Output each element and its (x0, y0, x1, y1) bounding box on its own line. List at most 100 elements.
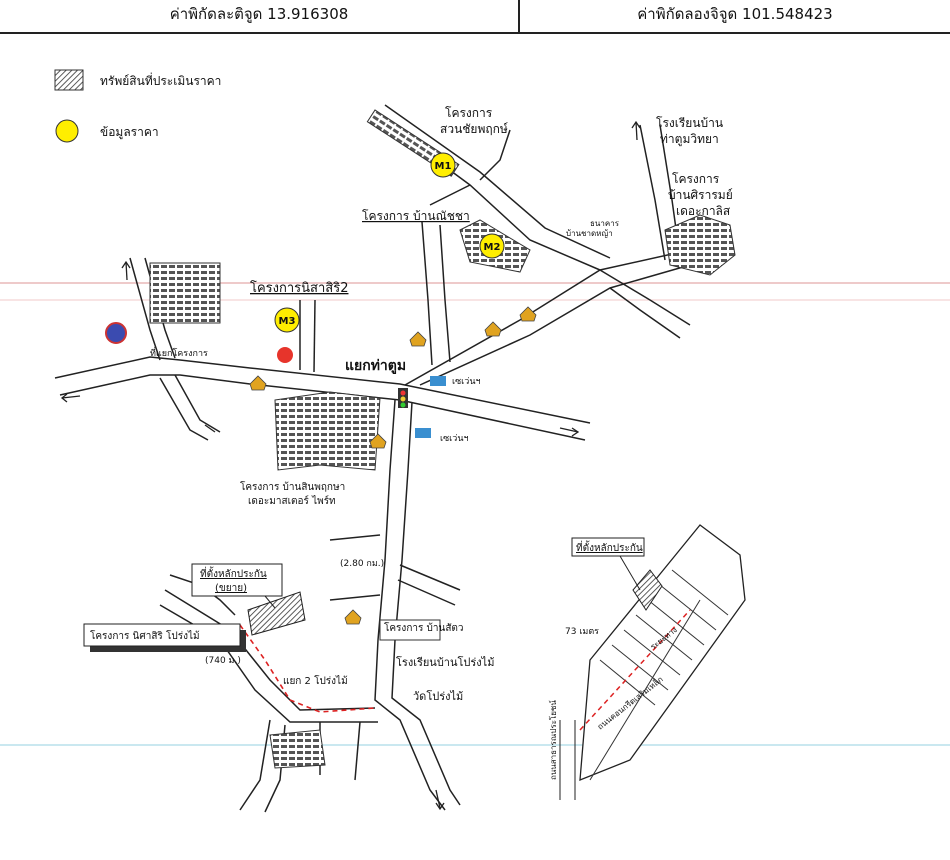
inset-road-edge (589, 599, 701, 781)
pmk-label-2: บ้านชาดหญ้า (566, 229, 613, 238)
house-icon (344, 609, 362, 625)
legend-yellow-circle (55, 119, 79, 143)
road-south-main-edge (391, 401, 461, 806)
location-callout-label: ที่ตั้งหลักประกัน (200, 566, 267, 580)
ban-pong-project-label: โครงการ บ้านสัตว (384, 621, 464, 634)
inset-plot-line (635, 614, 693, 661)
gas-station-icon (105, 322, 127, 344)
distance-2-label: (2.80 กม.) (340, 559, 384, 569)
inset-plot-line (599, 659, 656, 706)
street-mid (329, 534, 381, 541)
traffic-light-yellow (400, 396, 406, 402)
road-central-north-edge (421, 221, 433, 366)
inset-outline (579, 524, 746, 781)
wat-pong-label: วัดโปร่งไม้ (413, 689, 463, 703)
road-left-south (174, 374, 221, 433)
marker-m2-circle (479, 233, 505, 259)
inset-plot-line (659, 584, 717, 631)
legend-appraised-label: ทรัพย์สินที่ประเมินราคา (100, 72, 221, 88)
marker-m1-label: M1 (435, 161, 452, 172)
inset-property (632, 569, 663, 611)
road-nisa-edge (313, 299, 316, 373)
ban-sin-label-2: เดอะมาสเตอร์ ไพร์ท (248, 495, 336, 507)
road-network (54, 104, 691, 813)
housing-banpong (379, 619, 441, 641)
housing-south (269, 729, 326, 769)
road-left-south-edge (159, 377, 209, 441)
arrow-north-school (635, 121, 638, 141)
housing-bansin (274, 391, 381, 471)
marker-m1: M1 (430, 152, 456, 178)
street-s4 (354, 721, 361, 781)
distance-label: (740 ม.) (205, 656, 241, 666)
marker-m2: M2 (479, 233, 505, 259)
longitude-label: ค่าพิกัดลองจิจูด 101.548423 (637, 5, 833, 23)
arrow-north-left-head (121, 260, 131, 269)
road-ne-branch (599, 269, 691, 326)
house-icons (249, 306, 537, 625)
seven-eleven-icon (430, 376, 446, 386)
arrow-east-head (571, 427, 580, 437)
road-ne-branch-edge (609, 287, 681, 339)
marker-m1-circle (430, 152, 456, 178)
inset-location-box (571, 537, 645, 557)
housing-siramya (664, 214, 736, 276)
traffic-light-green (400, 402, 406, 408)
arrow-sw (204, 424, 216, 433)
inset-public-road-label: ถนนสาธารณประโยชน์ (548, 700, 558, 780)
house-icon (369, 433, 387, 449)
house-icon (249, 375, 267, 391)
suan-project-label-1: โครงการ (445, 106, 493, 120)
inset-plot-line (611, 644, 669, 691)
road-east-spur (399, 564, 461, 591)
suan-project-label-2: สวนชัยพฤกษ์ (440, 122, 508, 136)
location-callout-enlarged: (ขยาย) (215, 583, 247, 594)
project-box-label: โครงการ นิศาสิริ โปร่งไม้ (90, 629, 200, 642)
pmk-label: ธนาคาร (590, 219, 620, 228)
inset-map: ที่ตั้งหลักประกัน 73 เมตร ถนนคอนกรีตเสริ… (548, 524, 746, 800)
road-m1-north (479, 129, 511, 181)
appraised-property (247, 591, 306, 636)
header-divider (518, 0, 520, 32)
inset-plot-line (623, 629, 681, 676)
arrow-south-head (435, 802, 445, 811)
ptt-logo-icon (277, 347, 293, 363)
coordinates-header: ค่าพิกัดละติจูด 13.916308 ค่าพิกัดลองจิจ… (0, 0, 950, 34)
station-label: ที่แยกโครงการ (150, 346, 208, 359)
road-left-north (129, 257, 161, 361)
road-south-main (374, 399, 446, 811)
latitude-label: ค่าพิกัดละติจูด 13.916308 (169, 5, 349, 23)
seven-eleven-label-1: เซเว่นฯ (452, 377, 481, 387)
inset-location-label: ที่ตั้งหลักประกัน (576, 540, 643, 554)
nisa-project-label: โครงการนิสาสิริ2 (250, 280, 348, 296)
arrow-north-left (125, 261, 128, 281)
road-arrows (60, 120, 641, 811)
housing-clusters (149, 109, 736, 769)
green-project-label-1: โครงการ (672, 172, 720, 186)
inset-location-pointer (619, 555, 641, 591)
green-project-label-3: เดอะกาลิส (676, 204, 731, 218)
road-north-school (639, 124, 666, 261)
marker-m3-label: M3 (279, 316, 296, 327)
marker-m3: M3 (274, 307, 300, 333)
seven-eleven-label-2: เซเว่นฯ (440, 434, 469, 444)
road-central-north (439, 224, 451, 363)
house-icon (519, 306, 537, 322)
road-m1-edge (384, 104, 611, 259)
seven-eleven-icon (415, 428, 431, 438)
road-m1-spur (429, 184, 471, 206)
location-callout-pointer (264, 595, 276, 609)
street-mid-2 (329, 594, 381, 601)
house-icon (409, 331, 427, 347)
green-project-label-2: บ้านศิรารมย์ (668, 188, 733, 202)
road-east-spur-edge (397, 579, 456, 606)
ban-sin-label-1: โครงการ บ้านสินพฤกษา (240, 480, 345, 493)
school-pong-label: โรงเรียนบ้านโปร่งไม้ (396, 655, 494, 669)
project-box (83, 623, 241, 647)
arrow-west (61, 395, 81, 399)
arrow-north-school-head (631, 120, 641, 129)
legend-hatch-swatch (54, 69, 84, 91)
arrow-west-head (60, 393, 68, 403)
arrow-south (435, 789, 441, 809)
